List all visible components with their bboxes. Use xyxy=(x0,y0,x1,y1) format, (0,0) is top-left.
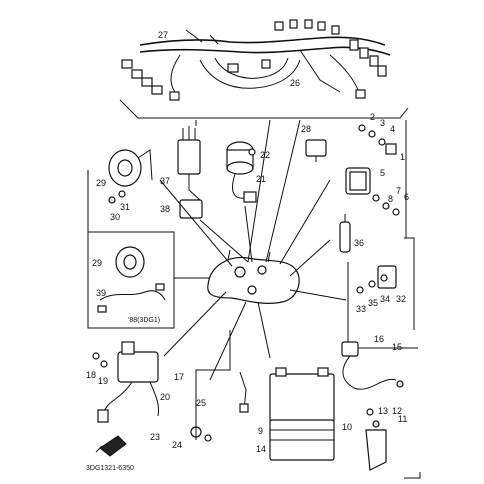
rectifier-bracket xyxy=(345,124,400,216)
label-35: 35 xyxy=(368,298,378,308)
battery xyxy=(269,367,335,461)
inset-note: '88(3DG1) xyxy=(128,317,160,324)
label-28: 28 xyxy=(301,124,311,134)
corner-mark-icon xyxy=(404,472,421,479)
label-4: 4 xyxy=(390,124,395,134)
label-27: 27 xyxy=(158,30,168,40)
label-29-top: 29 xyxy=(96,178,106,188)
label-20: 20 xyxy=(160,392,170,402)
label-22: 22 xyxy=(260,150,270,160)
label-8: 8 xyxy=(388,194,393,204)
label-23: 23 xyxy=(150,432,160,442)
label-37: 37 xyxy=(160,176,170,186)
front-arrow-icon xyxy=(95,435,127,457)
label-19: 19 xyxy=(98,376,108,386)
label-12: 12 xyxy=(392,406,402,416)
diagram-code: 3DG1321-6350 xyxy=(86,465,134,472)
label-16: 16 xyxy=(374,334,384,344)
wire-harness xyxy=(119,19,409,119)
inset-box xyxy=(87,231,175,329)
label-36: 36 xyxy=(354,238,364,248)
ignition-switch xyxy=(226,141,257,203)
label-2: 2 xyxy=(370,112,375,122)
label-29-inset: 29 xyxy=(92,258,102,268)
label-21: 21 xyxy=(256,174,266,184)
label-9: 9 xyxy=(258,426,263,436)
part-labels: 27 26 28 2 3 4 1 5 7 8 6 22 21 37 38 29 … xyxy=(86,30,409,472)
label-1: 1 xyxy=(400,152,405,162)
ignition-coil xyxy=(92,341,159,423)
label-15: 15 xyxy=(392,342,402,352)
label-7: 7 xyxy=(396,186,401,196)
label-26: 26 xyxy=(290,78,300,88)
label-5: 5 xyxy=(380,168,385,178)
relay-assembly xyxy=(177,126,203,219)
label-34: 34 xyxy=(380,294,390,304)
label-38: 38 xyxy=(160,204,170,214)
label-30: 30 xyxy=(110,212,120,222)
frame-center xyxy=(207,249,300,304)
label-25: 25 xyxy=(196,398,206,408)
label-33: 33 xyxy=(356,304,366,314)
label-39: 39 xyxy=(96,288,106,298)
label-13: 13 xyxy=(378,406,388,416)
group-brackets xyxy=(87,120,415,440)
label-17: 17 xyxy=(174,372,184,382)
horn xyxy=(108,149,153,204)
label-6: 6 xyxy=(404,192,409,202)
starter-relay xyxy=(341,341,404,390)
switch-36 xyxy=(339,214,351,253)
bracket-11 xyxy=(365,408,387,471)
label-31: 31 xyxy=(120,202,130,212)
label-10: 10 xyxy=(342,422,352,432)
label-24: 24 xyxy=(172,440,182,450)
label-11: 11 xyxy=(398,414,407,424)
label-18: 18 xyxy=(86,370,96,380)
flasher-relay xyxy=(305,139,327,162)
leader-lines xyxy=(159,119,347,381)
label-32: 32 xyxy=(396,294,406,304)
label-3: 3 xyxy=(380,118,385,128)
label-14: 14 xyxy=(256,444,266,454)
